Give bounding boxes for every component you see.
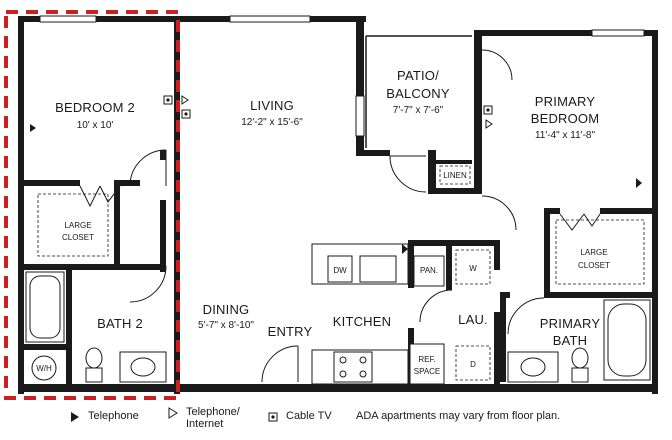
room-label-kitchen: KITCHEN	[333, 314, 391, 329]
legend-cable-tv: Cable TV	[268, 410, 332, 423]
room-label-dining: DINING	[203, 302, 250, 317]
room-dims-living: 12'-2" x 15'-6"	[241, 117, 303, 128]
legend-cable-tv-label: Cable TV	[286, 410, 332, 422]
closet-right-line2: CLOSET	[578, 261, 610, 270]
room-label-primary-bedroom-1: PRIMARY	[535, 94, 596, 109]
room-label-primary-bedroom-2: BEDROOM	[531, 111, 600, 126]
fixture-dryer: D	[470, 360, 476, 369]
closet-right-line1: LARGE	[580, 248, 607, 257]
legend-telephone-label: Telephone	[88, 410, 139, 422]
fixture-ref-2: SPACE	[414, 367, 441, 376]
telephone-symbol	[30, 124, 36, 132]
kitchen-counters	[311, 243, 445, 385]
room-label-primary-bath-2: BATH	[553, 333, 588, 348]
legend-telephone-internet: Telephone/ Internet	[168, 406, 240, 430]
fixture-pan: PAN.	[420, 266, 438, 275]
telephone-internet-symbol	[485, 119, 493, 129]
outlet-symbols	[30, 95, 642, 254]
patio-railing	[365, 35, 472, 148]
fixture-dw: DW	[333, 266, 347, 275]
closet-outlines	[37, 165, 645, 285]
cable-tv-icon	[268, 412, 278, 422]
room-label-bedroom2: BEDROOM 2	[55, 100, 135, 115]
bath-fixtures	[25, 271, 651, 383]
legend-note: ADA apartments may vary from floor plan.	[356, 410, 560, 422]
floor-plan: BEDROOM 2 10' x 10' LIVING 12'-2" x 15'-…	[4, 10, 658, 400]
room-label-patio-1: PATIO/	[397, 68, 439, 83]
room-dims-primary-bedroom: 11'-4" x 11'-8"	[535, 130, 595, 141]
room-label-patio-2: BALCONY	[386, 86, 450, 101]
room-label-laundry: LAU.	[458, 312, 488, 327]
telephone-symbol	[402, 244, 408, 254]
room-label-living: LIVING	[250, 98, 294, 113]
legend-telephone-internet-line2: Internet	[186, 418, 224, 430]
telephone-internet-icon	[168, 407, 178, 419]
telephone-icon	[71, 412, 79, 422]
room-label-linen: LINEN	[443, 171, 467, 180]
legend: Telephone Telephone/ Internet Cable TV A…	[0, 404, 672, 440]
windows	[39, 15, 645, 137]
room-dims-dining: 5'-7" x 8'-10"	[198, 320, 254, 331]
room-dims-patio: 7'-7" x 7'-6"	[393, 105, 444, 116]
room-label-entry: ENTRY	[268, 324, 313, 339]
fixture-washer: W	[469, 264, 477, 273]
door-swings	[79, 49, 601, 383]
fixture-wh: W/H	[36, 364, 52, 373]
highlight-outline	[4, 10, 180, 400]
laundry-appliances	[455, 249, 491, 381]
fixture-ref-1: REF.	[418, 355, 435, 364]
legend-telephone-internet-label: Telephone/ Internet	[186, 406, 240, 430]
ada-note: ADA apartments may vary from floor plan.	[356, 410, 561, 422]
room-label-primary-bath-1: PRIMARY	[540, 316, 601, 331]
room-label-bath2: BATH 2	[97, 316, 143, 331]
closet-left-line2: CLOSET	[62, 233, 94, 242]
legend-telephone-internet-line1: Telephone/	[186, 406, 240, 418]
telephone-internet-symbol	[181, 95, 189, 105]
legend-telephone: Telephone	[70, 410, 139, 423]
closet-left-line1: LARGE	[64, 221, 91, 230]
room-dims-bedroom2: 10' x 10'	[77, 120, 114, 131]
telephone-symbol	[636, 178, 642, 188]
